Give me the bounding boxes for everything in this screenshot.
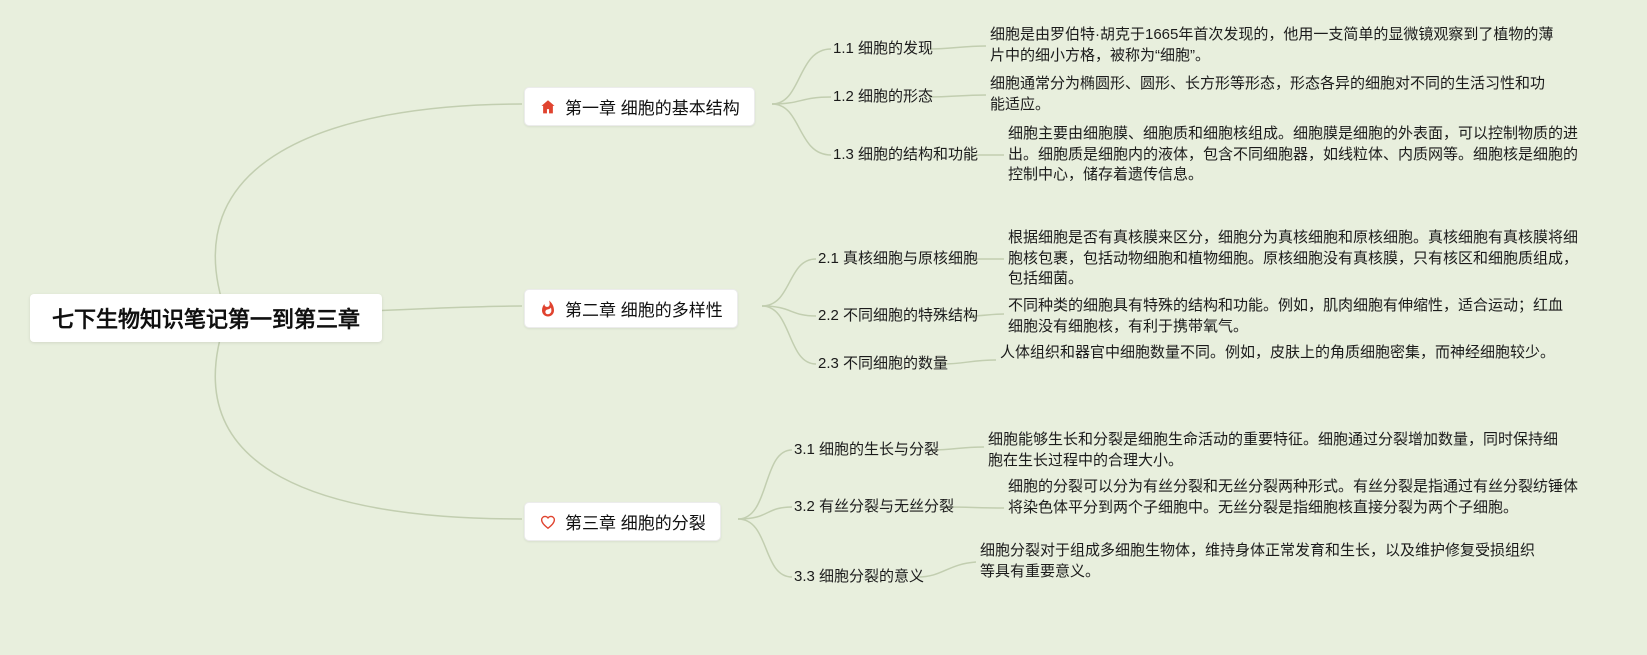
topic-label[interactable]: 3.2 有丝分裂与无丝分裂: [794, 497, 954, 517]
chapter-node-3[interactable]: 第三章 细胞的分裂: [524, 502, 721, 541]
topic-text: 2.3 不同细胞的数量: [818, 355, 949, 372]
root-topic-label: 七下生物知识笔记第一到第三章: [52, 307, 361, 332]
link-ch3-t31: [737, 449, 793, 520]
link-root-chapter1: [214, 103, 523, 317]
topic-label[interactable]: 2.1 真核细胞与原核细胞: [818, 249, 978, 269]
detail-note[interactable]: 细胞的分裂可以分为有丝分裂和无丝分裂两种形式。有丝分裂是指通过有丝分裂纺锤体将染…: [1008, 478, 1579, 516]
house-icon: [539, 98, 557, 116]
topic-text: 1.2 细胞的形态: [833, 88, 934, 105]
topic-text: 2.1 真核细胞与原核细胞: [818, 250, 979, 267]
link-ch1-t13: [771, 103, 832, 156]
chapter-title: 第三章 细胞的分裂: [565, 514, 706, 533]
detail-note[interactable]: 细胞分裂对于组成多细胞生物体，维持身体正常发育和生长，以及维护修复受损组织等具有…: [980, 542, 1536, 580]
topic-label[interactable]: 1.3 细胞的结构和功能: [833, 145, 978, 165]
topic-text: 1.3 细胞的结构和功能: [833, 146, 979, 163]
heart-icon: [539, 513, 557, 531]
link-ch2-t21: [761, 258, 817, 307]
topic-label[interactable]: 2.2 不同细胞的特殊结构: [818, 306, 978, 326]
detail-note[interactable]: 人体组织和器官中细胞数量不同。例如，皮肤上的角质细胞密集，而神经细胞较少。: [1000, 344, 1556, 361]
link-t32-detail: [945, 506, 1005, 509]
link-ch2-t22: [761, 305, 817, 317]
topic-text: 3.3 细胞分裂的意义: [794, 568, 925, 585]
link-t33-detail: [917, 561, 977, 578]
detail-note[interactable]: 根据细胞是否有真核膜来区分，细胞分为真核细胞和原核细胞。真核细胞有真核膜将细胞核…: [1008, 229, 1579, 287]
link-ch3-t32: [737, 506, 793, 520]
detail-note[interactable]: 细胞通常分为椭圆形、圆形、长方形等形态，形态各异的细胞对不同的生活习性和功能适应…: [990, 75, 1546, 113]
chapter-node-2[interactable]: 第二章 细胞的多样性: [524, 289, 738, 328]
detail-note[interactable]: 细胞是由罗伯特·胡克于1665年首次发现的，他用一支简单的显微镜观察到了植物的薄…: [990, 26, 1554, 64]
link-root-chapter3: [214, 315, 523, 520]
topic-label[interactable]: 3.3 细胞分裂的意义: [794, 567, 924, 587]
topic-text: 3.1 细胞的生长与分裂: [794, 441, 940, 458]
link-t31-detail: [931, 446, 985, 451]
root-topic[interactable]: 七下生物知识笔记第一到第三章: [30, 294, 383, 342]
topic-label[interactable]: 1.2 细胞的形态: [833, 87, 933, 107]
topic-label[interactable]: 3.1 细胞的生长与分裂: [794, 440, 939, 460]
topic-text: 3.2 有丝分裂与无丝分裂: [794, 498, 955, 515]
chapter-title: 第二章 细胞的多样性: [565, 301, 723, 320]
link-ch1-t12: [771, 96, 832, 105]
flame-icon: [539, 300, 557, 318]
link-ch3-t33: [737, 518, 793, 578]
detail-note[interactable]: 不同种类的细胞具有特殊的结构和功能。例如，肌肉细胞有伸缩性，适合运动；红血细胞没…: [1008, 297, 1564, 335]
link-ch2-t23: [761, 305, 817, 365]
topic-text: 1.1 细胞的发现: [833, 40, 934, 57]
link-t22-detail: [969, 313, 1005, 317]
detail-note[interactable]: 细胞能够生长和分裂是细胞生命活动的重要特征。细胞通过分裂增加数量，同时保持细胞在…: [988, 431, 1559, 469]
chapter-node-1[interactable]: 第一章 细胞的基本结构: [524, 87, 755, 126]
link-t23-detail: [941, 359, 997, 365]
link-t11-detail: [928, 45, 987, 50]
topic-label[interactable]: 2.3 不同细胞的数量: [818, 354, 948, 374]
topic-text: 2.2 不同细胞的特殊结构: [818, 307, 979, 324]
chapter-title: 第一章 细胞的基本结构: [565, 99, 740, 118]
topic-label[interactable]: 1.1 细胞的发现: [833, 39, 933, 59]
link-t12-detail: [928, 94, 987, 98]
link-ch1-t11: [771, 48, 832, 105]
detail-note[interactable]: 细胞主要由细胞膜、细胞质和细胞核组成。细胞膜是细胞的外表面，可以控制物质的进出。…: [1008, 125, 1579, 183]
